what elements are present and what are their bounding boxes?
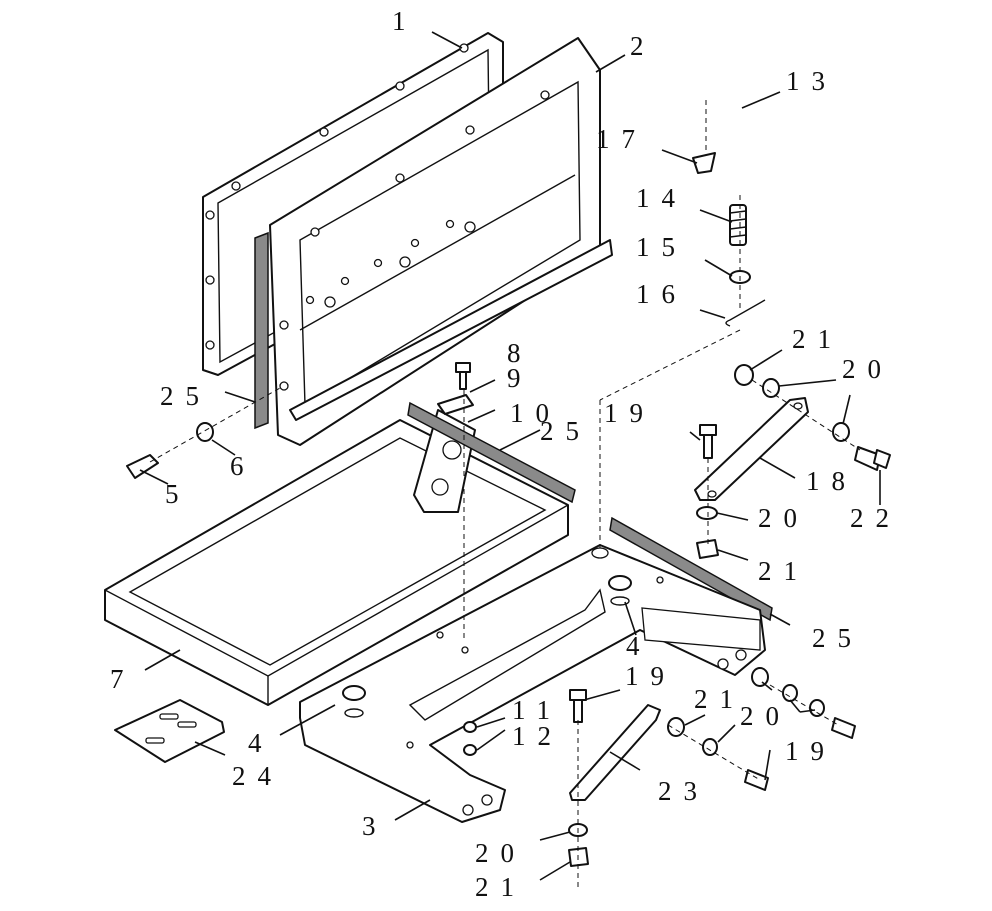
callout-19-right: 19 (785, 736, 836, 766)
callout-9: 9 (507, 363, 533, 393)
callout-20-top: 20 (842, 354, 893, 384)
callout-22: 22 (850, 503, 901, 533)
callout-23: 23 (658, 776, 709, 806)
callout-20-bottom: 20 (475, 838, 526, 868)
callout-4-right: 4 (626, 631, 652, 661)
callout-25-right: 25 (812, 623, 863, 653)
callout-14: 14 (636, 183, 687, 213)
part-21-nut-a (734, 364, 754, 386)
callout-20-right: 20 (740, 701, 791, 731)
callout-19-top: 19 (604, 398, 655, 428)
part-8-bolt (455, 362, 471, 390)
callout-11: 11 (512, 695, 562, 725)
part-19-bolt-c (744, 769, 769, 791)
part-9-plate (437, 394, 474, 415)
part-14-spring (729, 204, 747, 246)
part-24-plate (114, 699, 225, 763)
callout-12: 12 (512, 721, 563, 751)
callout-1: 1 (392, 6, 418, 36)
callout-13: 13 (786, 66, 837, 96)
callout-21-top: 21 (792, 324, 843, 354)
part-4-foot-left (342, 685, 366, 718)
callout-labels: 1 2 3 4 4 5 6 7 8 9 10 11 12 13 14 15 16… (110, 6, 901, 902)
part-6-washer (196, 422, 214, 442)
callout-24: 24 (232, 761, 283, 791)
part-3-lower-base (299, 544, 766, 823)
callout-5: 5 (165, 479, 191, 509)
part-20-washer-f (782, 684, 798, 702)
part-19-bolt-b (569, 689, 587, 723)
part-23-strap (569, 704, 661, 801)
callout-18: 18 (806, 466, 857, 496)
callout-7: 7 (110, 664, 136, 694)
callout-6: 6 (230, 451, 256, 481)
callout-15: 15 (636, 232, 687, 262)
part-13-hook (697, 59, 741, 190)
part-21-nut-e (751, 667, 769, 687)
callout-25-mid: 25 (540, 416, 591, 446)
assembly-axes (149, 100, 861, 890)
callout-8: 8 (507, 338, 533, 368)
part-19-bolt-d (831, 717, 856, 739)
part-16-clip (725, 299, 766, 327)
callout-17: 17 (596, 124, 647, 154)
callout-4-left: 4 (248, 728, 274, 758)
part-12-washer (463, 744, 477, 756)
part-25-gasket-vertical (254, 231, 269, 430)
callout-3: 3 (362, 811, 388, 841)
callout-21-bottom: 21 (475, 872, 526, 902)
callout-19-mid: 19 (625, 661, 676, 691)
part-11-washer (463, 721, 477, 733)
part-19-bolt-a (699, 424, 717, 459)
callout-2: 2 (630, 31, 656, 61)
part-20-washer-a (762, 378, 780, 398)
part-17-cap (692, 152, 716, 174)
part-20-washer-c (696, 506, 718, 520)
part-20-washer-g (809, 699, 825, 717)
callout-25-left: 25 (160, 381, 211, 411)
part-21-nut-b (696, 539, 719, 559)
leader-lines (139, 31, 881, 881)
part-4-foot-right (608, 575, 632, 606)
part-20-washer-b (832, 422, 850, 442)
part-20-washer-e (702, 738, 718, 756)
part-22-bolt (854, 446, 891, 471)
part-5-bolt (126, 454, 159, 479)
part-25-gasket-middle (407, 401, 576, 504)
part-2-front-frame (269, 37, 613, 446)
part-25-gasket-right (609, 516, 773, 622)
callout-16: 16 (636, 279, 687, 309)
part-21-nut-d (667, 717, 685, 737)
callout-10: 10 (510, 398, 561, 428)
callout-21-mid: 21 (758, 556, 809, 586)
callout-21-right: 21 (694, 684, 745, 714)
part-18-strap (694, 397, 809, 501)
callout-20-mid: 20 (758, 503, 809, 533)
